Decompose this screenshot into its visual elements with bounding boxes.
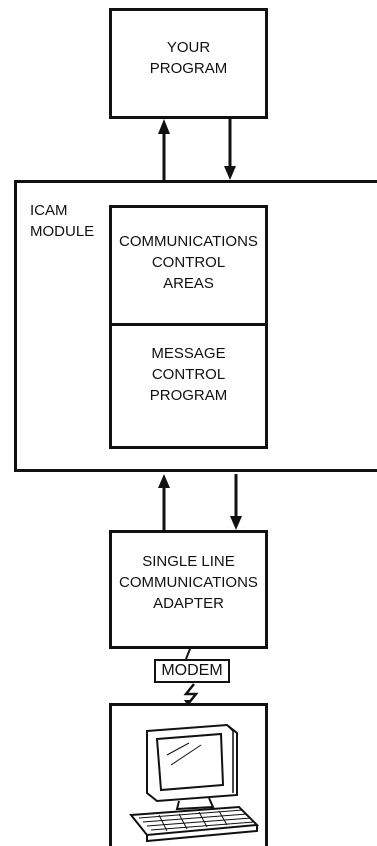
your-program-label: YOUR PROGRAM — [149, 39, 228, 77]
communications-control-areas-label: COMMUNICATIONS CONTROL AREAS — [119, 233, 258, 292]
single-line-communications-adapter-box: SINGLE LINE COMMUNICATIONS ADAPTER — [109, 530, 268, 649]
modem-label: MODEM — [161, 662, 223, 679]
communications-control-areas-section: COMMUNICATIONS CONTROL AREAS — [112, 208, 265, 326]
icam-inner-box: COMMUNICATIONS CONTROL AREAS MESSAGE CON… — [109, 205, 268, 449]
icam-module-label: ICAM MODULE — [30, 202, 95, 240]
computer-terminal-icon — [129, 723, 260, 843]
icam-module-frame — [14, 180, 377, 472]
single-line-communications-adapter-label: SINGLE LINE COMMUNICATIONS ADAPTER — [119, 553, 258, 612]
lightning-bolt-icon — [183, 683, 199, 705]
modem-box: MODEM — [154, 659, 230, 683]
message-control-program-label: MESSAGE CONTROL PROGRAM — [149, 345, 228, 404]
adapter-to-modem-line — [185, 648, 191, 660]
monitor-screen — [155, 732, 225, 792]
message-control-program-section: MESSAGE CONTROL PROGRAM — [112, 326, 265, 446]
your-program-box: YOUR PROGRAM — [109, 8, 268, 119]
monitor-stand — [175, 797, 215, 811]
